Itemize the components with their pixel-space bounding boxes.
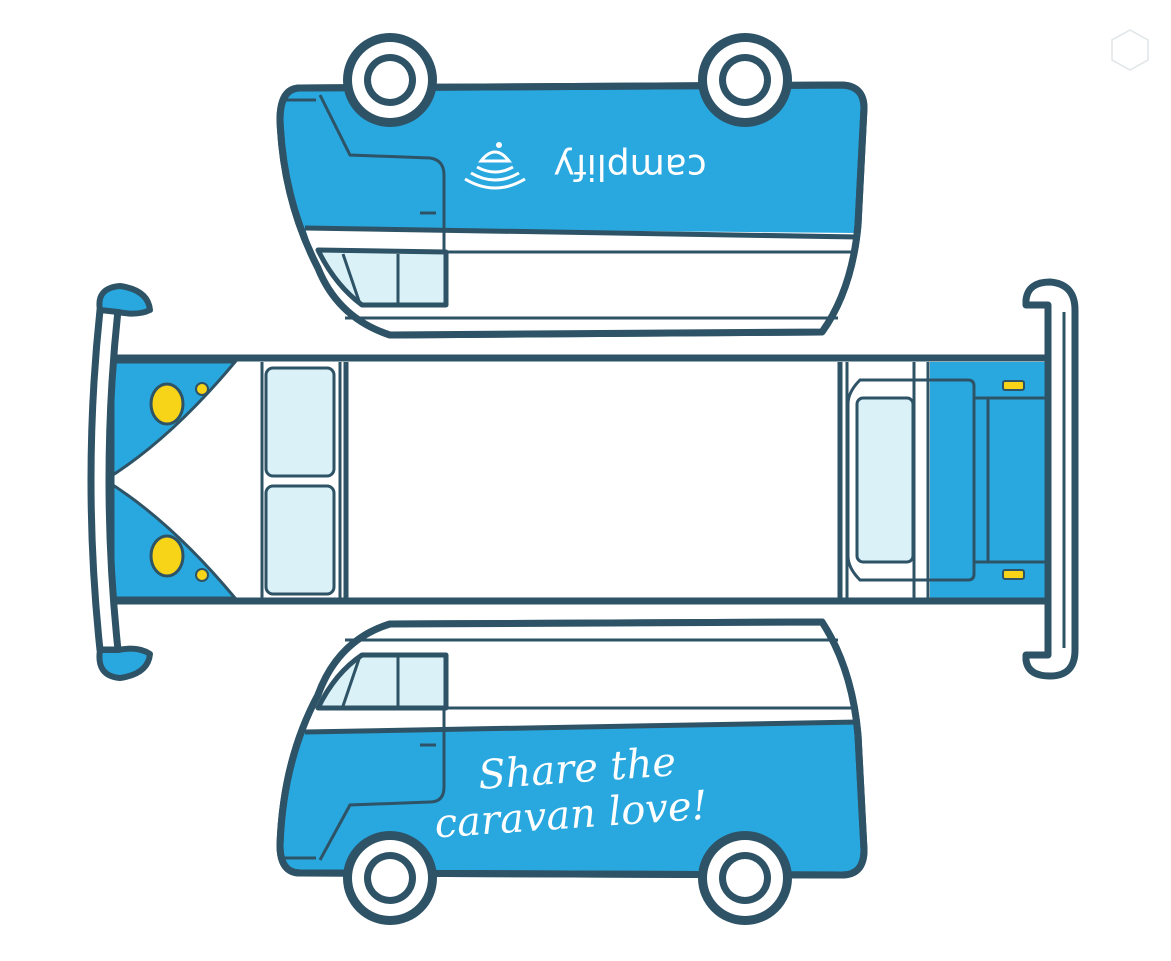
top-panel-door-line (318, 94, 446, 305)
front-bumper (87, 283, 153, 681)
top-panel-wheel-left (343, 33, 437, 127)
watermark-icon (1111, 29, 1149, 71)
top-panel-band-line (304, 225, 859, 240)
roof-strip (102, 354, 1054, 605)
tail-light-top-icon (1002, 380, 1025, 391)
windscreen-bottom (264, 484, 336, 596)
bottom-panel-band-line (304, 719, 859, 735)
bottom-panel-wheel-left (343, 831, 437, 925)
top-panel-window (315, 247, 449, 308)
bottom-panel-window (315, 652, 449, 711)
bottom-side-panel: Share the caravan love! (276, 618, 868, 925)
headlight-bottom-icon (149, 534, 185, 578)
headlight-top-icon (149, 382, 185, 426)
bumper-cap-top (96, 283, 153, 317)
indicator-bottom-icon (195, 568, 209, 582)
campervan-wifi-logo-icon (464, 142, 526, 190)
bottom-panel-door-line (318, 655, 446, 861)
rear-window (855, 396, 915, 564)
brand-text: camplify (553, 146, 706, 187)
rear-hatch (846, 378, 976, 582)
windscreen-top (264, 366, 336, 478)
tail-light-bottom-icon (1002, 569, 1025, 580)
rear-bumper (1022, 278, 1079, 680)
top-side-panel: camplify (276, 33, 868, 339)
bumper-cap-bottom (96, 645, 153, 681)
top-panel-wheel-right (698, 33, 792, 127)
indicator-top-icon (195, 382, 209, 396)
bottom-panel-wheel-right (698, 831, 792, 925)
